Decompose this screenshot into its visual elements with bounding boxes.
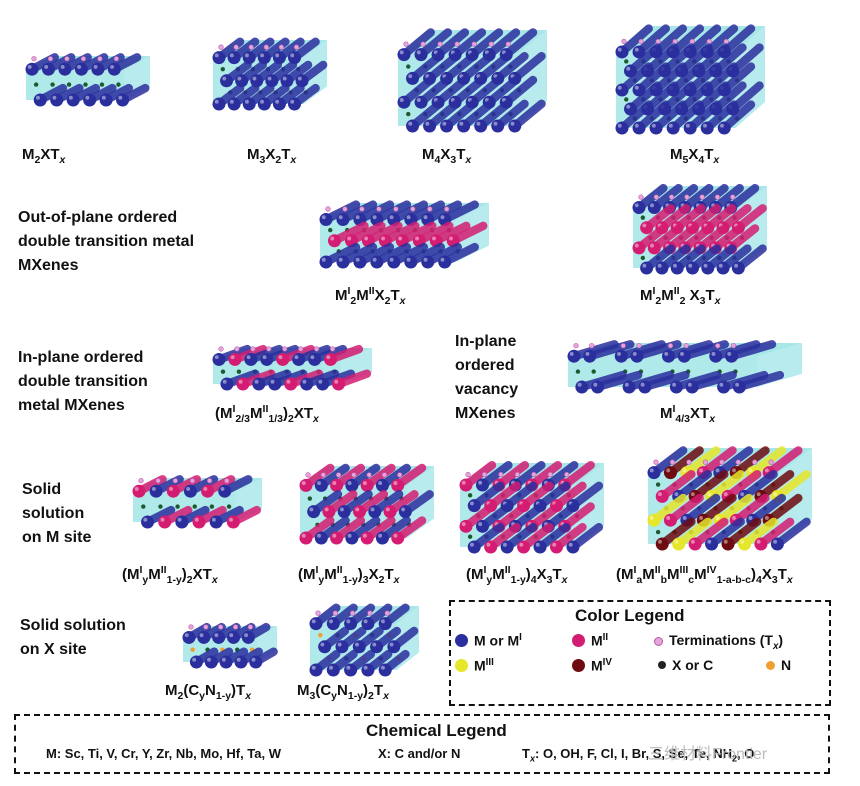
crystal-m5x4tx [615,24,765,136]
title-line: solution [22,505,85,522]
label-in-plane-dtm: (MI2/3MII1/3)2XTx [215,403,319,425]
crystal-solid-m-4-high-entropy [647,446,812,552]
crystal-out-of-plane-m2m2x3 [632,183,767,276]
title-line: MXenes [18,257,79,274]
title-line: Out-of-plane ordered [18,209,178,226]
legend-label: MIII [474,657,494,674]
atom-m-swatch [455,633,468,647]
atom-m2-swatch [572,633,585,647]
termination-swatch [654,637,663,647]
title-line: vacancy [455,381,519,398]
color-legend-title: Color Legend [575,606,685,625]
chemical-legend-x: X: C and/or N [378,746,461,761]
crystal-solid-x-2 [182,622,278,670]
label-out-of-plane-m2mx2: MI2MIIX2Tx [335,285,406,307]
label-in-plane-vacancy: MI4/3XTx [660,403,716,425]
legend-label: Terminations (Tx) [669,632,784,652]
chemical-legend-box [14,714,830,774]
legend-item-n: N [766,657,791,673]
chemical-legend-title: Chemical Legend [366,721,507,740]
crystal-in-plane-dtm [212,344,372,392]
title-line: double transition metal [18,233,195,250]
atom-x-swatch [658,661,666,669]
atom-m4-swatch [572,658,585,672]
legend-item-m3: MIII [455,657,494,674]
crystal-solid-m-3 [299,463,434,546]
color-legend-box [449,600,831,706]
legend-label: M or MI [474,632,522,649]
legend-label: X or C [672,657,714,673]
title-line: double transition [18,373,148,390]
section-title-solid-m: Solid solution on M site [22,478,91,550]
title-line: MXenes [455,405,516,422]
crystal-solid-m-2 [132,475,262,530]
atom-m3-swatch [455,658,468,672]
title-line: In-plane [455,333,517,350]
section-title-in-plane-vacancy: In-plane ordered vacancy MXenes [455,330,518,426]
section-title-in-plane-dtm: In-plane ordered double transition metal… [18,346,148,418]
label-solid-m-4-high-entropy: (MIaMIIbMIIIcMIV1-a-b-c)4X3Tx [616,564,793,586]
label-solid-m-3: (MIyMII1-y)3X2Tx [298,564,400,586]
crystal-m4x3tx [397,28,547,134]
title-line: metal MXenes [18,397,125,414]
crystal-out-of-plane-m2mx2 [319,200,489,270]
title-line: In-plane ordered [18,349,144,366]
label-solid-x-3: M3(CyN1-y)2Tx [297,682,389,702]
label-out-of-plane-m2m2x3: MI2MII2 X3Tx [640,285,721,307]
label-solid-x-2: M2(CyN1-y)Tx [165,682,252,702]
crystal-solid-x-3 [309,603,419,678]
label-solid-m-2: (MIyMII1-y)2XTx [122,564,218,586]
label-m4x3tx: M4X3Tx [422,146,472,166]
chemical-legend-m: M: Sc, Ti, V, Cr, Y, Zr, Nb, Mo, Hf, Ta,… [46,746,282,761]
legend-item-m4: MIV [572,657,612,674]
legend-item-m: M or MI [455,632,522,649]
label-m3x2tx: M3X2Tx [247,146,297,166]
watermark: 三维材料Frontier [648,746,768,763]
crystal-in-plane-vacancy [567,340,802,395]
title-line: on X site [20,641,87,658]
legend-label: MIV [591,657,612,674]
section-title-solid-x: Solid solution on X site [20,614,126,662]
title-line: ordered [455,357,515,374]
title-line: on M site [22,529,92,546]
label-m2xtx: M2XTx [22,146,66,166]
section-title-out-of-plane: Out-of-plane ordered double transition m… [18,206,194,278]
title-line: Solid solution [20,617,126,634]
legend-label: N [781,657,792,673]
label-solid-m-4: (MIyMII1-y)4X3Tx [466,564,568,586]
crystal-m2xtx [25,53,150,108]
label-m5x4tx: M5X4Tx [670,146,720,166]
legend-item-m2: MII [572,632,608,649]
atom-n-swatch [766,660,775,670]
legend-label: MII [591,632,609,649]
legend-item-terminations: Terminations (Tx) [654,632,783,652]
title-line: Solid [22,481,62,498]
crystal-solid-m-4 [459,460,604,555]
crystal-m3x2tx [212,37,328,112]
legend-item-x: X or C [658,657,713,673]
chemical-legend-t: Tx: O, OH, F, Cl, I, Br, S, Se, Te, NH2,… [522,746,755,764]
